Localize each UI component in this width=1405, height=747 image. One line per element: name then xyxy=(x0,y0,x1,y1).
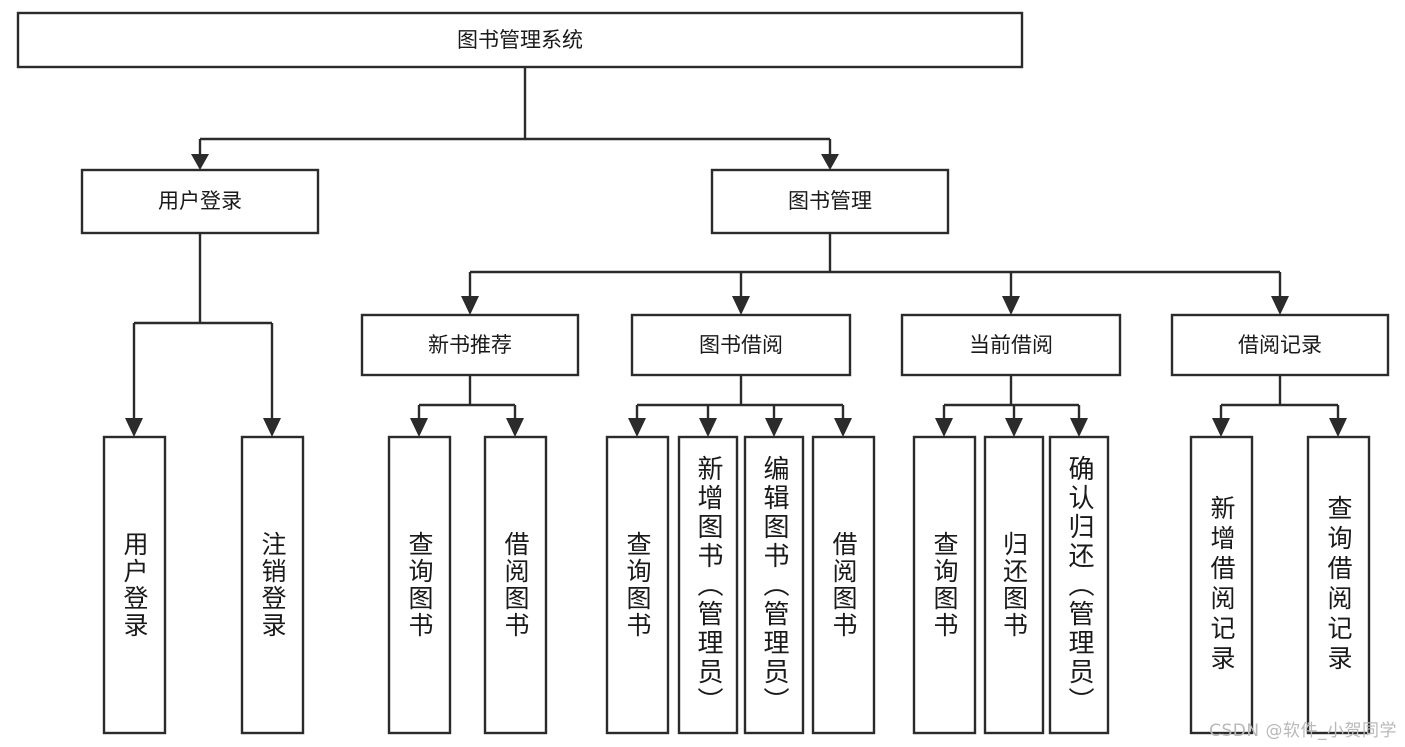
node-book-borrow[interactable] xyxy=(630,313,852,377)
arrow-head-current-borrow xyxy=(1002,296,1020,315)
arrow-head-book-borrow xyxy=(732,296,750,315)
arrow-head-leaf-borrow-book-1 xyxy=(506,418,524,437)
node-leaf-borrow-book-1[interactable] xyxy=(483,435,548,735)
node-leaf-user-login[interactable] xyxy=(102,435,167,735)
node-box-group: 图书管理系统 用户登录 图书管理 新书推荐 图书借阅 当前借阅 借阅记录 xyxy=(16,11,1390,735)
csdn-watermark: CSDN @软件_小贺同学 xyxy=(1209,721,1397,741)
arrow-head-leaf-borrow-book-2 xyxy=(834,418,852,437)
node-book-manage-label: 图书管理 xyxy=(788,189,872,213)
arrow-head-leaf-return-book xyxy=(1005,418,1023,437)
node-leaf-add-record[interactable] xyxy=(1189,435,1254,735)
node-current-borrow[interactable] xyxy=(900,313,1122,377)
node-leaf-edit-book[interactable] xyxy=(743,435,805,735)
arrow-head-leaf-confirm-return xyxy=(1070,418,1088,437)
node-book-borrow-label: 图书借阅 xyxy=(699,333,783,357)
arrow-head-leaf-user-logout xyxy=(263,418,281,437)
node-leaf-add-book[interactable] xyxy=(677,435,739,735)
node-leaf-return-book[interactable] xyxy=(983,435,1045,735)
node-new-book-recommend[interactable] xyxy=(360,313,580,377)
arrow-head-borrow-record xyxy=(1271,296,1289,315)
arrow-head-leaf-query-book-3 xyxy=(935,418,953,437)
node-leaf-borrow-book-2[interactable] xyxy=(811,435,876,735)
arrow-head-leaf-query-book-1 xyxy=(410,418,428,437)
node-leaf-query-record[interactable] xyxy=(1306,435,1371,735)
node-borrow-record-label: 借阅记录 xyxy=(1238,333,1322,357)
node-leaf-query-book-2[interactable] xyxy=(605,435,670,735)
arrow-head-leaf-query-record xyxy=(1329,418,1347,437)
node-root-label: 图书管理系统 xyxy=(457,28,583,52)
node-leaf-query-book-1[interactable] xyxy=(387,435,452,735)
arrow-head-leaf-user-login xyxy=(125,418,143,437)
arrow-head-user-login xyxy=(191,154,209,170)
arrow-head-leaf-add-book xyxy=(699,418,717,437)
node-root[interactable] xyxy=(16,11,1024,69)
arrow-head-leaf-query-book-2 xyxy=(628,418,646,437)
node-user-login-label: 用户登录 xyxy=(158,189,242,213)
node-leaf-confirm-return[interactable] xyxy=(1048,435,1110,735)
arrow-head-book-manage xyxy=(821,154,839,170)
node-leaf-query-book-3[interactable] xyxy=(912,435,977,735)
node-current-borrow-label: 当前借阅 xyxy=(969,333,1053,357)
node-book-manage[interactable] xyxy=(710,168,950,235)
node-leaf-user-logout[interactable] xyxy=(240,435,305,735)
node-new-book-recommend-label: 新书推荐 xyxy=(428,333,512,357)
arrow-head-leaf-add-record xyxy=(1212,418,1230,437)
connector-group xyxy=(125,67,1347,437)
node-borrow-record[interactable] xyxy=(1170,313,1390,377)
arrow-head-new-book-recommend xyxy=(461,296,479,315)
node-user-login[interactable] xyxy=(80,168,320,235)
arrow-head-leaf-edit-book xyxy=(765,418,783,437)
